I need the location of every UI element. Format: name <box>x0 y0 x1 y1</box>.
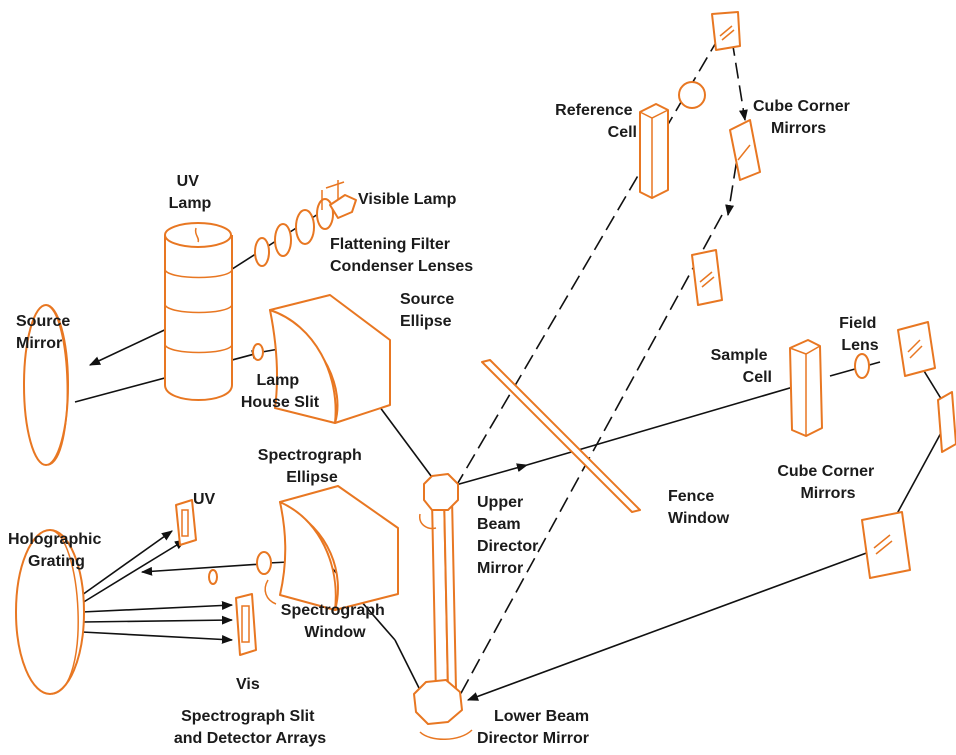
beam-grating-uv-2 <box>82 540 185 603</box>
cube-corner-mirror-top-3 <box>692 250 722 305</box>
spectrograph-slit <box>209 570 217 584</box>
label-spectrograph-window: Spectrograph Window <box>281 602 389 641</box>
label-uv-lamp: UV Lamp <box>169 173 212 212</box>
spectrograph-window-pointer <box>265 580 276 604</box>
beam-grating-vis-1 <box>82 605 232 612</box>
vis-detector-array <box>236 594 256 655</box>
label-reference-cell: Reference Cell <box>555 102 637 141</box>
lower-beam-director-mirror <box>414 680 462 724</box>
label-vis-detector: Vis <box>236 676 260 693</box>
beam-to-grating <box>142 564 262 572</box>
label-spectrograph-slit: Spectrograph Slit and Detector Arrays <box>174 708 326 747</box>
beam-to-lower-director <box>468 548 880 700</box>
lamp-house-slit <box>253 344 263 360</box>
label-source-ellipse: Source Ellipse <box>400 291 459 330</box>
cube-corner-mirror-right-2 <box>938 392 956 452</box>
reference-lens <box>679 82 705 108</box>
spectrograph-window <box>257 552 271 574</box>
label-cube-corner-right: Cube Corner Mirrors <box>777 463 878 502</box>
beam-grating-vis-3 <box>82 632 232 640</box>
upper-beam-director-mirror <box>424 474 458 510</box>
sample-cell <box>790 340 822 436</box>
beam-director-assembly <box>414 474 472 739</box>
label-cube-corner-top: Cube Corner Mirrors <box>753 98 854 137</box>
label-flattening-filter: Flattening Filter Condenser Lenses <box>330 236 473 275</box>
fence-window <box>482 360 640 512</box>
label-uv-detector: UV <box>193 491 216 508</box>
beam-cube-top-a <box>732 40 745 120</box>
label-visible-lamp: Visible Lamp <box>358 191 457 208</box>
label-sample-cell: Sample Cell <box>711 347 772 386</box>
cube-corner-mirror-top-1 <box>712 12 740 50</box>
spectrograph-ellipse <box>280 486 398 610</box>
beam-reference-down <box>460 215 722 695</box>
label-lower-beam-director: Lower Beam Director Mirror <box>477 708 594 747</box>
cube-corner-mirror-right-1 <box>898 322 935 376</box>
beam-grating-vis-2 <box>82 620 232 622</box>
field-lens <box>855 354 869 378</box>
label-field-lens: Field Lens <box>839 315 881 354</box>
label-spectrograph-ellipse: Spectrograph Ellipse <box>258 447 366 486</box>
label-fence-window: Fence Window <box>668 488 730 527</box>
cube-corner-mirror-right-3 <box>862 512 910 578</box>
reference-cell <box>640 104 668 198</box>
beam-fence-to-sample <box>527 385 800 465</box>
uv-lamp <box>165 223 232 400</box>
label-upper-beam-director: Upper Beam Director Mirror <box>477 494 543 577</box>
